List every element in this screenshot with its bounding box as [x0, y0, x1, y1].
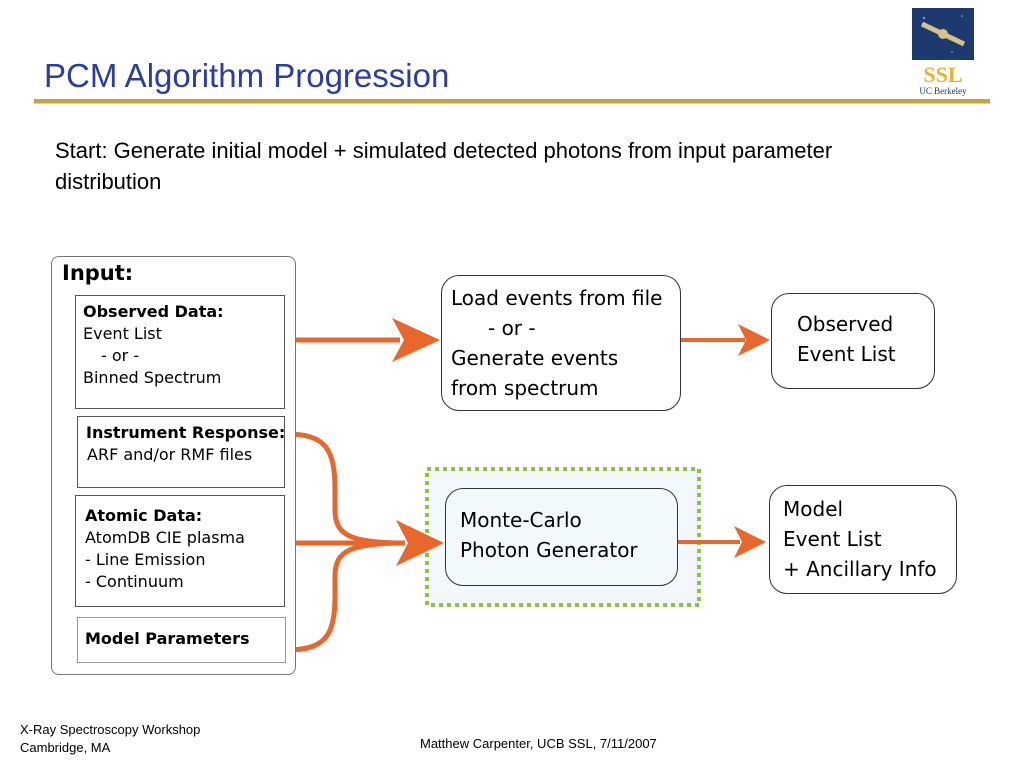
observed-output-line-1: Observed — [797, 312, 894, 336]
observed-data-title: Observed Data: — [83, 302, 224, 321]
observed-data-box: Observed Data: Event List - or - Binned … — [75, 295, 285, 409]
model-output-line-3: + Ancillary Info — [783, 557, 937, 581]
arrow-params-to-mc — [285, 540, 406, 653]
model-parameters-box: Model Parameters — [77, 617, 286, 663]
load-line-1: Load events from file — [451, 286, 663, 310]
arrowhead-mc — [396, 520, 444, 566]
model-parameters-title: Model Parameters — [85, 629, 250, 648]
instrument-line-1: ARF and/or RMF files — [87, 445, 253, 464]
slide-title: PCM Algorithm Progression — [44, 57, 450, 94]
arrowhead-model-output — [734, 526, 766, 558]
title-rule — [34, 99, 990, 103]
arrow-instrument-to-mc — [285, 431, 406, 546]
atomic-title: Atomic Data: — [85, 506, 203, 525]
mc-line-2: Photon Generator — [460, 538, 638, 562]
footer-location: Cambridge, MA — [20, 740, 111, 755]
logo-subtext: UC Berkeley — [919, 86, 967, 96]
mc-line-1: Monte-Carlo — [460, 508, 582, 532]
model-event-list-box: Model Event List + Ancillary Info — [769, 485, 957, 594]
ssl-logo: SSL UC Berkeley — [912, 8, 974, 96]
arrowhead-observed-output — [738, 324, 770, 356]
atomic-data-box: Atomic Data: AtomDB CIE plasma - Line Em… — [75, 495, 285, 607]
load-events-box: Load events from file - or - Generate ev… — [441, 275, 681, 411]
atomic-line-3: - Continuum — [85, 572, 184, 591]
instrument-response-box: Instrument Response: ARF and/or RMF file… — [77, 416, 285, 488]
footer-workshop: X-Ray Spectroscopy Workshop — [20, 722, 201, 737]
model-output-line-2: Event List — [783, 527, 882, 551]
load-line-4: from spectrum — [451, 376, 599, 400]
footer-left: X-Ray Spectroscopy Workshop Cambridge, M… — [20, 721, 200, 757]
atomic-line-1: AtomDB CIE plasma — [85, 528, 245, 547]
observed-line-1: Event List — [83, 324, 162, 343]
title-rule-highlight — [34, 103, 990, 104]
model-output-line-1: Model — [783, 497, 844, 521]
monte-carlo-box: Monte-Carlo Photon Generator — [445, 488, 678, 586]
footer-credit: Matthew Carpenter, UCB SSL, 7/11/2007 — [420, 736, 657, 751]
satellite-icon — [920, 21, 966, 47]
observed-line-2: - or - — [101, 346, 140, 365]
input-heading: Input: — [62, 261, 134, 285]
load-line-3: Generate events — [451, 346, 619, 370]
observed-line-3: Binned Spectrum — [83, 368, 222, 387]
observed-event-list-box: Observed Event List — [771, 293, 935, 389]
intro-text: Start: Generate initial model + simulate… — [55, 138, 833, 194]
arrowhead-load — [392, 318, 440, 362]
instrument-title: Instrument Response: — [86, 423, 286, 442]
observed-output-line-2: Event List — [797, 342, 896, 366]
atomic-line-2: - Line Emission — [85, 550, 206, 569]
load-line-2: - or - — [488, 316, 536, 340]
logo-text: SSL — [923, 62, 962, 87]
